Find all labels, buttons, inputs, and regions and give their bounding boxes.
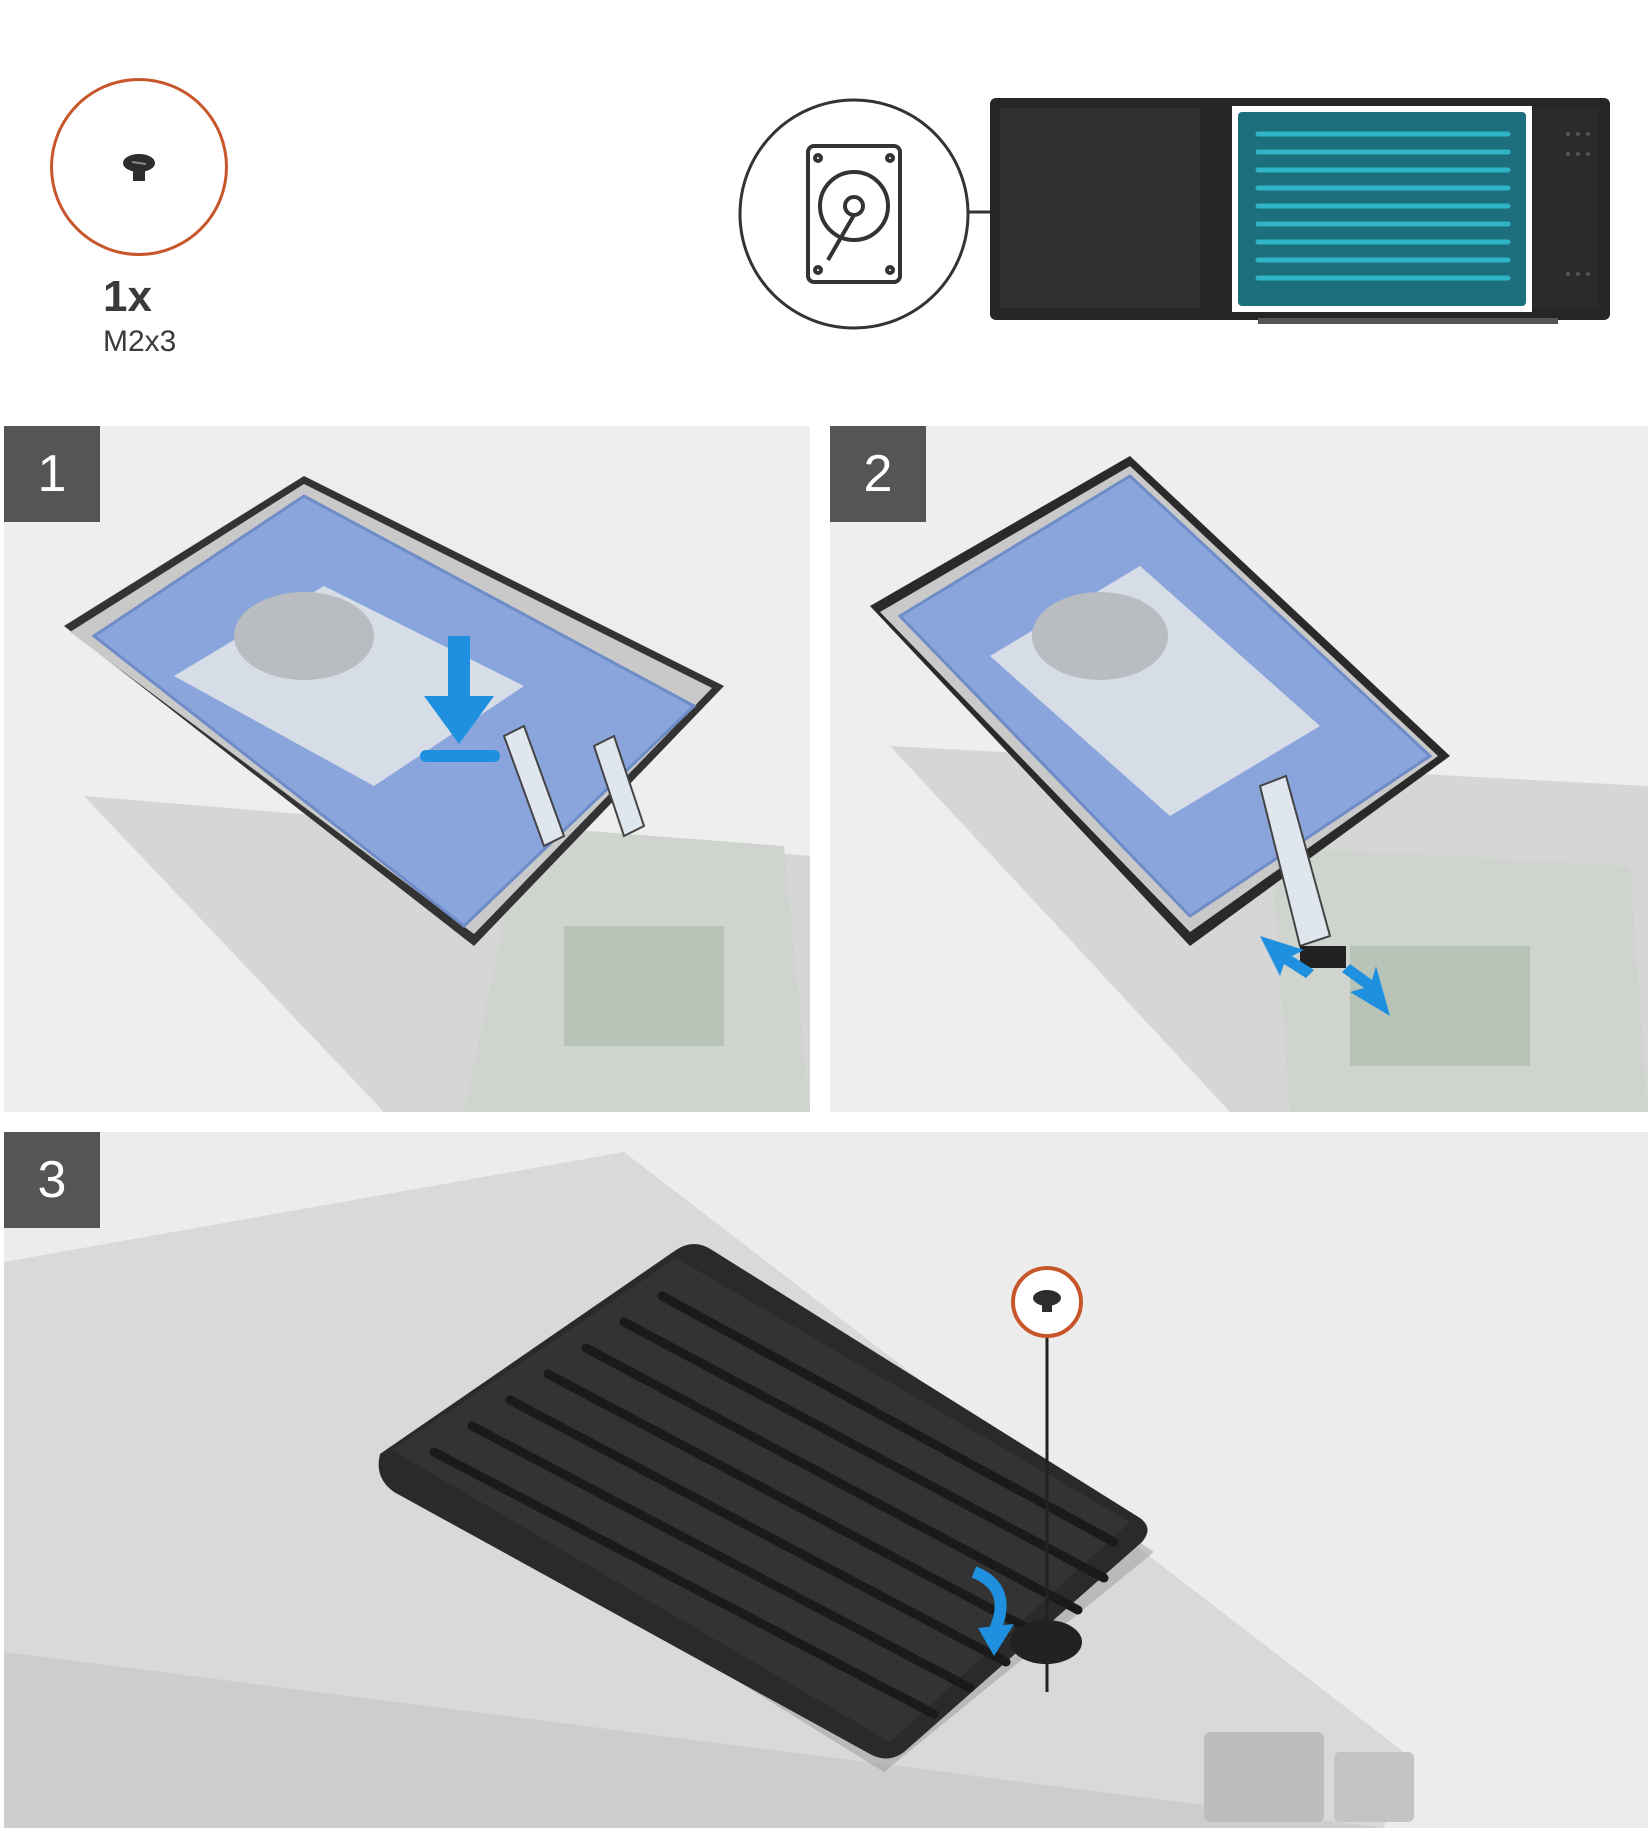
step-2-illustration bbox=[870, 456, 1648, 1112]
step-3-illustration bbox=[4, 1132, 1648, 1828]
hard-drive-icon bbox=[806, 144, 902, 284]
step-2-panel: 2 bbox=[830, 426, 1648, 1112]
step-1-badge: 1 bbox=[4, 426, 100, 522]
screw-callout bbox=[50, 78, 228, 256]
screw-size: M2x3 bbox=[103, 325, 177, 358]
push-down-arrow-icon bbox=[420, 636, 500, 762]
step-2-badge: 2 bbox=[830, 426, 926, 522]
screw-icon bbox=[1033, 1290, 1061, 1312]
step-1-panel: 1 bbox=[4, 426, 810, 1112]
step-1-illustration bbox=[64, 476, 810, 1112]
overview-illustration bbox=[738, 98, 1610, 330]
step-3-panel: 3 bbox=[4, 1132, 1648, 1828]
screw-quantity: 1x bbox=[103, 272, 152, 321]
screw-icon bbox=[123, 154, 155, 181]
connect-arrow-icon bbox=[1260, 936, 1390, 1016]
step-3-badge: 3 bbox=[4, 1132, 100, 1228]
rotate-arrow-icon bbox=[971, 1566, 1014, 1656]
